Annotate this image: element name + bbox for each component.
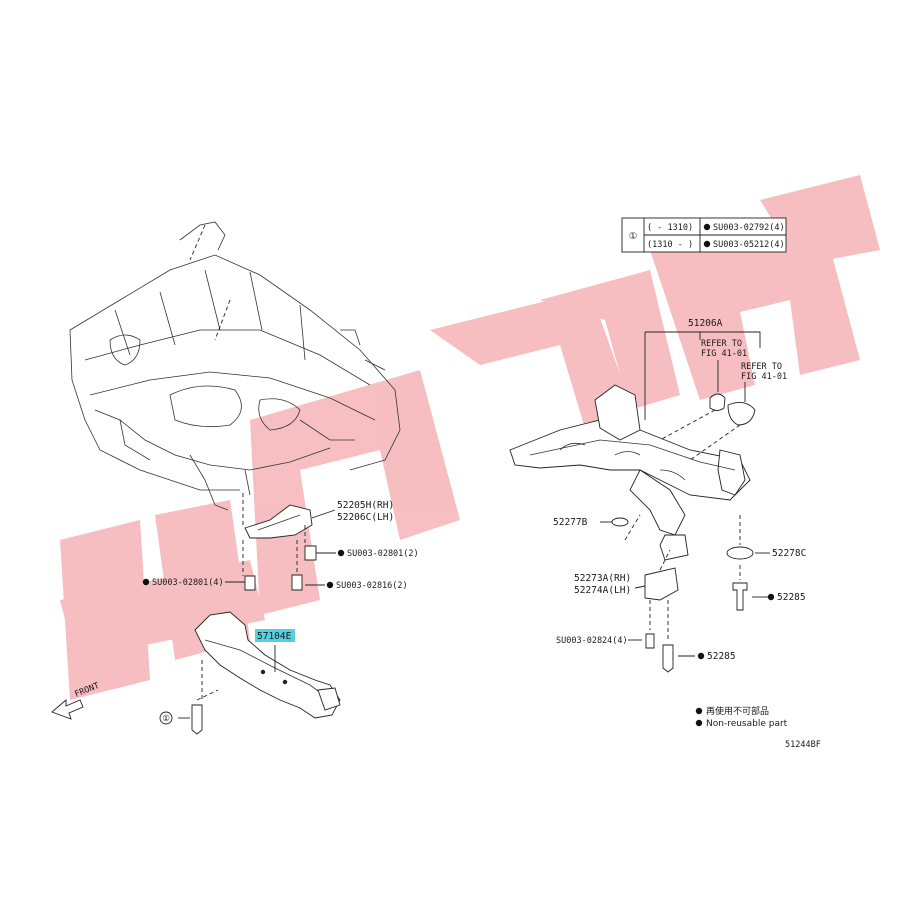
- label-51206a: 51206A: [688, 318, 723, 329]
- label-52277b: 52277B: [553, 517, 588, 528]
- label-refer-to-2a: REFER TO: [741, 362, 782, 372]
- label-refer-to-2b: FIG 41-01: [741, 372, 787, 382]
- label-su003-02801-a: SU003-02801(2): [347, 549, 419, 559]
- table-range-2: (1310 - ): [647, 240, 693, 250]
- reference-table: ① ( - 1310) (1310 - ) SU003-02792(4) SU0…: [621, 217, 787, 253]
- fasteners-right: [611, 517, 754, 673]
- table-part-2: SU003-05212(4): [713, 240, 785, 250]
- label-su003-02824: SU003-02824(4): [556, 636, 628, 646]
- label-52278c: 52278C: [772, 548, 806, 559]
- table-ref-symbol: ①: [629, 231, 638, 242]
- label-52206c: 52206C(LH): [337, 512, 394, 523]
- vehicle-body-illustration: [69, 221, 401, 511]
- fasteners-left: [191, 545, 317, 735]
- front-bracket-illustration: [244, 504, 313, 539]
- highlight-57104e: [255, 629, 295, 642]
- figure-code: 51244BF: [785, 740, 821, 750]
- label-52205h: 52205H(RH): [337, 500, 394, 511]
- watermark-logo: [60, 175, 880, 700]
- label-52285-lower: 52285: [707, 651, 736, 662]
- label-su003-02816: SU003-02816(2): [336, 581, 408, 591]
- leader-lines-right: [600, 331, 770, 657]
- front-crossmember-illustration: [194, 611, 341, 719]
- label-52274a: 52274A(LH): [574, 585, 631, 596]
- labels-right: 51206A REFER TO FIG 41-01 REFER TO FIG 4…: [553, 318, 806, 662]
- label-ref-1: ①: [162, 714, 170, 724]
- label-52273a: 52273A(RH): [574, 573, 631, 584]
- label-refer-to-1b: FIG 41-01: [701, 349, 747, 359]
- labels-left: 52205H(RH) 52206C(LH) SU003-02801(2) SU0…: [142, 500, 419, 725]
- label-52285-upper: 52285: [777, 592, 806, 603]
- label-refer-to-1a: REFER TO: [701, 339, 742, 349]
- label-57104e: 57104E: [257, 631, 292, 642]
- table-range-1: ( - 1310): [647, 223, 693, 233]
- label-su003-02801-b: SU003-02801(4): [152, 578, 224, 588]
- leader-lines-left: [178, 493, 336, 719]
- rear-subframe-illustration: [509, 384, 756, 561]
- legend: 再使用不可部品 Non-reusable part: [695, 705, 788, 729]
- legend-line-en: Non-reusable part: [706, 719, 788, 729]
- legend-line-jp: 再使用不可部品: [706, 705, 769, 717]
- table-part-1: SU003-02792(4): [713, 223, 785, 233]
